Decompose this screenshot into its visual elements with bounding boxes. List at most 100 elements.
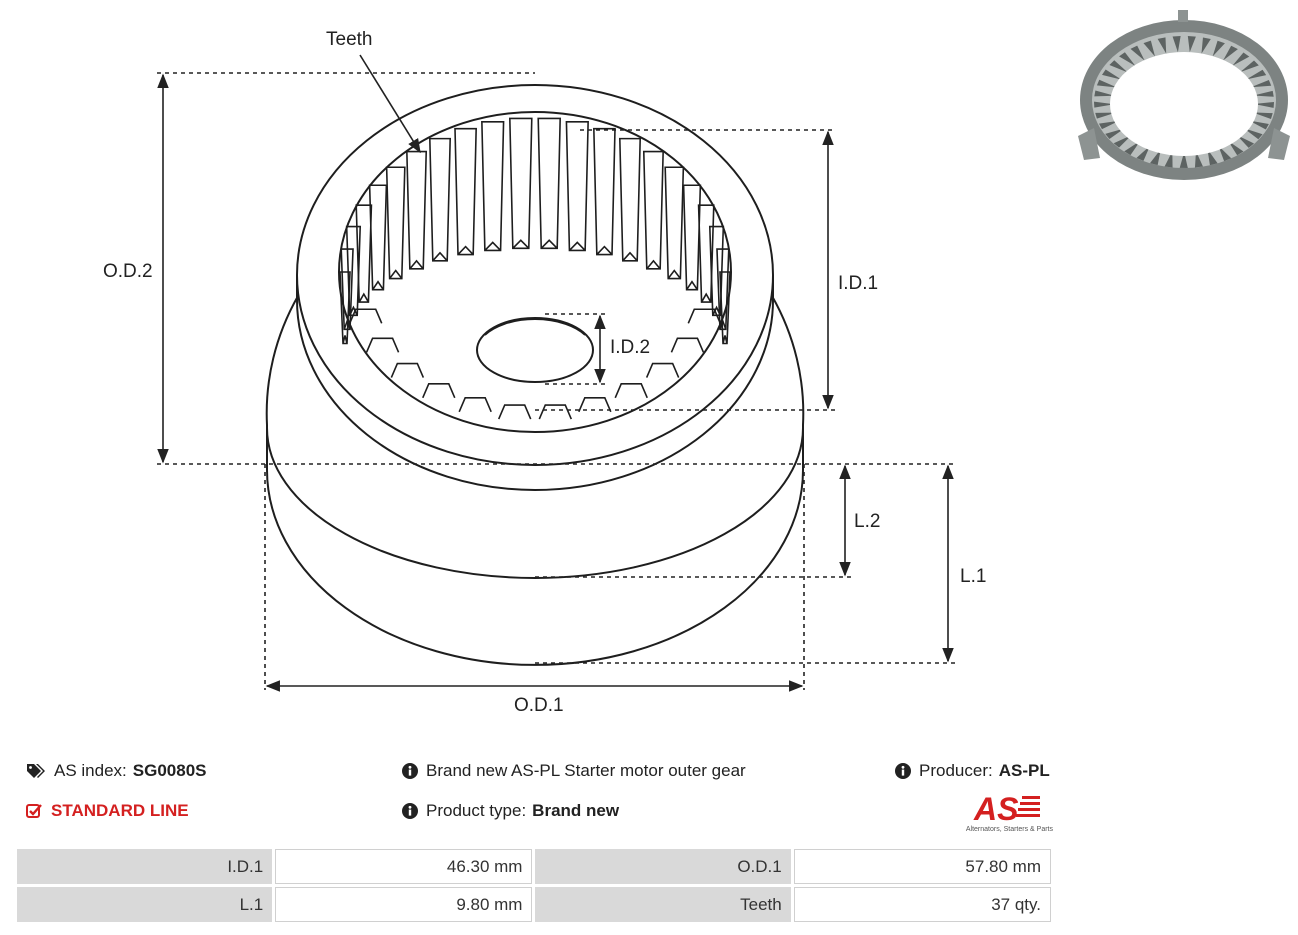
gear-tooth [618, 137, 642, 262]
photo-gear-tooth [1240, 60, 1259, 73]
gear-tooth [406, 150, 428, 270]
photo-gear-tooth [1207, 149, 1218, 166]
inner-bore [338, 111, 732, 433]
gear-tooth [345, 225, 362, 317]
producer-label: Producer: [919, 761, 993, 780]
gear-tooth [538, 404, 573, 420]
description-row: Brand new AS-PL Starter motor outer gear [402, 761, 746, 781]
gear-tooth [687, 308, 722, 324]
photo-gear-tooth [1130, 45, 1145, 61]
photo-gear-tooth [1250, 80, 1272, 88]
as-index-row: AS index: SG0080S [26, 761, 207, 781]
flange-outline [265, 295, 805, 666]
photo-gear-tooth [1246, 69, 1267, 80]
spec-value: 46.30 mm [275, 849, 533, 884]
outer-cylinder-top [296, 84, 774, 466]
logo-mark: AS [973, 791, 1019, 827]
gear-tooth [614, 382, 648, 399]
gear-tooth [716, 248, 730, 331]
outer-cylinder-body [296, 275, 774, 491]
info-circle-icon [402, 763, 418, 779]
photo-gear-tooth [1105, 128, 1125, 139]
producer-row: Producer: AS-PL [895, 761, 1050, 781]
product-type-value: Brand new [532, 801, 620, 820]
photo-gear-tooth [1095, 112, 1116, 119]
gear-tooth [645, 362, 680, 378]
spec-label: Teeth [535, 887, 791, 922]
standard-line-row: STANDARD LINE [26, 801, 189, 821]
standard-line-label: STANDARD LINE [51, 801, 189, 820]
gear-tooth [422, 382, 456, 399]
producer-value: AS-PL [998, 761, 1050, 780]
info-circle-icon [402, 803, 418, 819]
gear-tooth [565, 121, 589, 252]
photo-gear-tooth [1094, 101, 1115, 108]
gear-tooth [481, 121, 505, 252]
photo-gear-tooth [1157, 37, 1167, 54]
photo-gear-tooth [1109, 60, 1128, 73]
as-pl-logo: AS Alternators, Starters & Parts [966, 791, 1054, 833]
table-row: L.1 9.80 mm Teeth 37 qty. [17, 887, 1051, 922]
gear-tooth [339, 271, 351, 345]
gear-tooth [365, 337, 400, 353]
info-circle-icon [895, 763, 911, 779]
photo-gear-tooth [1150, 149, 1161, 166]
spec-label: O.D.1 [535, 849, 791, 884]
photo-gear-tooth [1253, 102, 1274, 108]
gear-tooth [682, 184, 702, 291]
spec-label: L.1 [17, 887, 273, 922]
photo-gear-tooth [1096, 79, 1118, 88]
teeth-leader [359, 54, 421, 154]
photo-gear-tooth [1124, 140, 1141, 156]
gear-tooth [578, 397, 612, 413]
photo-gear-tooth [1187, 36, 1196, 53]
photo-gear-tooth [1243, 128, 1263, 140]
gear-tooth [368, 184, 388, 291]
gear-tooth [454, 127, 477, 256]
tags-icon [26, 763, 46, 779]
od2-label: O.D.2 [103, 261, 153, 282]
as-index-value: SG0080S [132, 761, 207, 780]
l1-label: L.1 [960, 566, 986, 587]
product-photo [1078, 10, 1290, 182]
photo-gear-tooth [1172, 36, 1181, 53]
photo-gear-tooth [1179, 151, 1188, 168]
specs-table: I.D.1 46.30 mm O.D.1 57.80 mm L.1 9.80 m… [14, 846, 1054, 925]
photo-gear-tooth [1094, 90, 1115, 97]
photo-gear-tooth [1249, 120, 1269, 130]
gear-tooth [497, 404, 532, 420]
photo-gear-tooth [1136, 145, 1151, 161]
id1-label: I.D.1 [838, 273, 878, 294]
product-type-row: Product type: Brand new [402, 801, 619, 821]
logo-tagline: Alternators, Starters & Parts [966, 826, 1054, 833]
technical-drawing: Teeth O.D.2 I.D.1 I.D.2 L.2 L.1 O.D.1 [103, 29, 986, 716]
gear-tooth [340, 248, 354, 331]
photo-gear-tooth [1252, 112, 1273, 119]
gear-tooth [670, 337, 705, 353]
photo-gear-tooth [1113, 135, 1132, 148]
teeth-label: Teeth [326, 29, 372, 50]
flange-upper-edge [266, 427, 804, 579]
check-square-icon [26, 803, 43, 819]
spec-value: 37 qty. [793, 887, 1051, 922]
photo-gear-tooth [1223, 45, 1238, 61]
photo-gear-tooth [1236, 134, 1255, 148]
photo-gear-tooth [1164, 151, 1173, 168]
photo-gear-tooth [1212, 40, 1225, 57]
spec-value: 9.80 mm [275, 887, 533, 922]
gear-teeth [339, 117, 731, 420]
description-text: Brand new AS-PL Starter motor outer gear [426, 761, 746, 780]
photo-gear-tooth [1228, 140, 1244, 156]
table-row: I.D.1 46.30 mm O.D.1 57.80 mm [17, 849, 1051, 884]
gear-tooth [537, 117, 562, 250]
center-hole [476, 317, 594, 383]
gear-tooth [508, 117, 533, 250]
gear-tooth [642, 150, 664, 270]
l2-label: L.2 [854, 511, 880, 532]
photo-gear-tooth [1098, 120, 1120, 130]
photo-gear-tooth [1194, 151, 1203, 168]
gear-tooth [385, 166, 406, 280]
photo-gear-tooth [1143, 40, 1156, 57]
as-index-label: AS index: [54, 761, 127, 780]
spec-value: 57.80 mm [793, 849, 1051, 884]
